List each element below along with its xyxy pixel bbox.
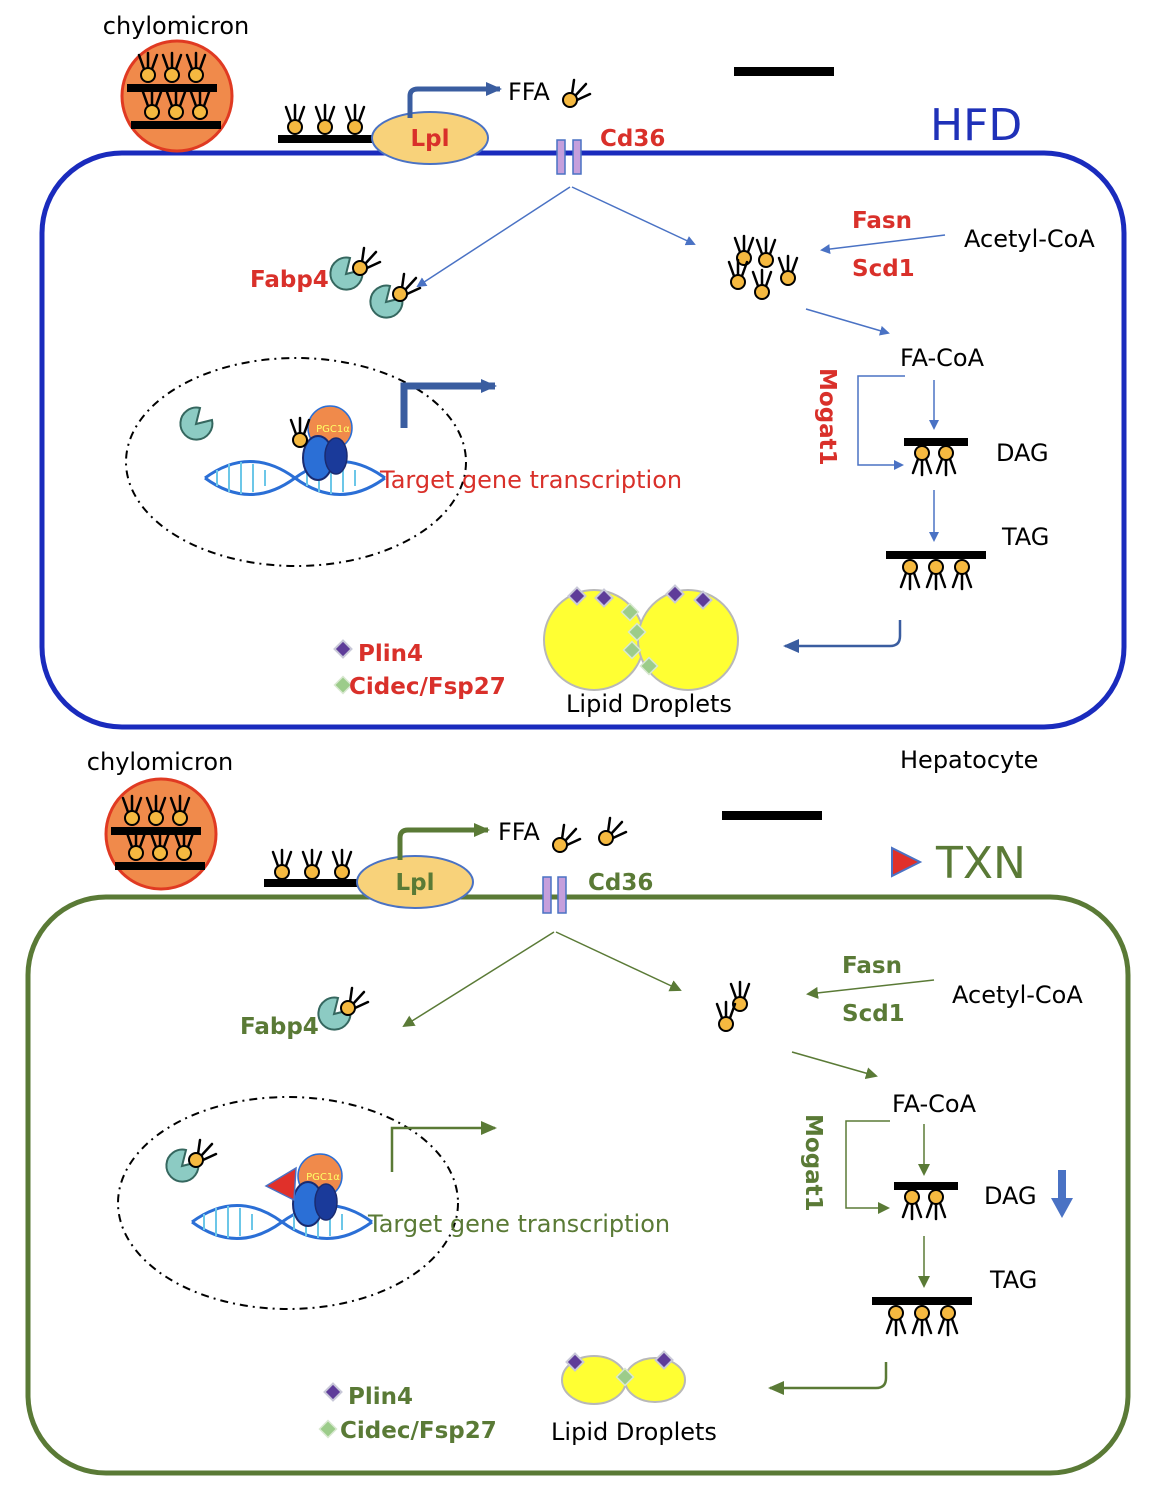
fabp4-bound-fatty-acid [329,246,422,319]
hepatocyte-label: Hepatocyte [900,746,1038,774]
intracellular-fatty-acid-pool-bottom [715,980,751,1033]
scale-bar-bottom [722,811,822,820]
fabp4-label-bottom: Fabp4 [240,1014,319,1040]
plin4-marker-bottom [323,1382,343,1402]
condition-label-hfd: HFD [930,100,1022,151]
lpl-label: Lpl [410,126,449,152]
tag-molecule-bottom [872,1297,972,1337]
txn-triangle-icon [891,846,923,878]
pgc1a-label-bottom: PGC1α [306,1172,340,1183]
top-panel: chylomicron Lpl FFA Cd36 HFD [39,12,1127,730]
lpl-release-arrow-bottom [397,823,490,860]
fa-coa-label: FA-CoA [900,344,985,372]
nuclear-fabp4-bottom [165,1138,218,1183]
lipid-droplets-label-bottom: Lipid Droplets [551,1418,717,1446]
cd36-to-ffa-pool-arrow [571,186,696,246]
hfd-cell-membrane [39,150,1127,730]
transcription-arrow-bottom [390,1121,497,1172]
target-gene-label-bottom: Target gene transcription [367,1210,670,1238]
free-fatty-acid-bottom [551,823,582,854]
pool-to-fa-coa-arrow [805,308,890,336]
tag-molecule [886,551,986,591]
target-gene-label: Target gene transcription [379,466,682,494]
scale-bar [734,67,834,76]
acetyl-coa-label-bottom: Acetyl-CoA [952,981,1083,1009]
dag-molecule [904,438,968,477]
txn-cell-membrane [25,894,1131,1476]
chylomicron-label: chylomicron [103,12,249,40]
pgc1a-complex-bottom: PGC1α [264,1153,343,1227]
lipoprotein-triglyceride [278,103,378,143]
dna-helix-bottom [190,1204,374,1240]
lpl-release-arrow [407,82,502,118]
cd36-label-bottom: Cd36 [588,870,653,896]
lpl-enzyme-bottom [356,855,474,909]
cidec-label: Cidec/Fsp27 [349,674,506,700]
cidec-marker-bottom [318,1419,338,1439]
pool-to-fa-coa-arrow-bottom [791,1051,878,1080]
lipid-droplets-bottom [561,1350,686,1405]
cd36-to-fabp4-arrow [416,186,571,288]
pgc1a-label: PGC1α [316,424,350,435]
fabp4-bound-fatty-acid-bottom [317,986,370,1031]
lpl-label-bottom: Lpl [395,870,434,896]
acetyl-coa-arrow [820,234,946,254]
lpl-enzyme [371,111,489,165]
transcription-arrow [400,379,497,428]
mogat1-label: Mogat1 [814,368,840,466]
free-fatty-acid [561,78,592,109]
bottom-panel: chylomicron Lpl FFA Cd36 TXN Fabp4 [25,748,1131,1476]
cd36-label: Cd36 [600,126,665,152]
txn-bound-triangle-icon [264,1166,297,1202]
dag-label-bottom: DAG [984,1182,1037,1210]
chylomicron [120,39,234,153]
dag-molecule-bottom [894,1182,958,1221]
acetyl-coa-arrow-bottom [806,979,935,999]
cidec-label-bottom: Cidec/Fsp27 [340,1418,497,1444]
fasn-label: Fasn [852,208,912,234]
chylomicron-bottom [104,777,218,891]
plin4-label: Plin4 [358,641,423,667]
cd36-transporter [556,139,582,175]
plin4-label-bottom: Plin4 [348,1384,413,1410]
scd1-label: Scd1 [852,256,915,282]
nucleus [125,357,467,567]
nuclear-fabp4 [179,406,214,441]
cd36-transporter-bottom [542,876,567,914]
fabp4-label: Fabp4 [250,267,329,293]
chylomicron-label-bottom: chylomicron [87,748,233,776]
dna-helix [203,460,387,496]
acetyl-coa-label: Acetyl-CoA [964,225,1095,253]
nucleus-bottom [117,1096,459,1310]
cd36-to-ffa-pool-arrow-bottom [555,931,682,992]
mogat1-label-bottom: Mogat1 [800,1114,826,1212]
scd1-label-bottom: Scd1 [842,1001,905,1027]
tag-label-bottom: TAG [989,1266,1037,1294]
plin4-marker [333,639,353,659]
lipid-droplets-label: Lipid Droplets [566,690,732,718]
cd36-to-fabp4-arrow-bottom [402,931,555,1028]
lipoprotein-triglyceride-bottom [264,848,364,887]
tag-label: TAG [1001,523,1049,551]
tag-to-lipid-droplets-arrow-bottom [768,1362,888,1395]
ffa-label: FFA [508,78,550,106]
tag-to-lipid-droplets-arrow [783,620,902,653]
intracellular-fatty-acid-pool [727,234,799,301]
mogat1-pathway-arrow [857,375,905,470]
fa-coa-label-bottom: FA-CoA [892,1090,977,1118]
dag-label: DAG [996,439,1049,467]
mogat1-pathway-arrow-bottom [845,1120,890,1214]
condition-label-txn: TXN [935,838,1026,889]
dag-decrease-arrow-icon [1051,1170,1073,1218]
free-fatty-acid-bottom-2 [597,816,628,847]
ffa-label-bottom: FFA [498,818,540,846]
fasn-label-bottom: Fasn [842,953,902,979]
pgc1a-complex: PGC1α [289,405,353,481]
lipid-droplets [543,584,739,691]
